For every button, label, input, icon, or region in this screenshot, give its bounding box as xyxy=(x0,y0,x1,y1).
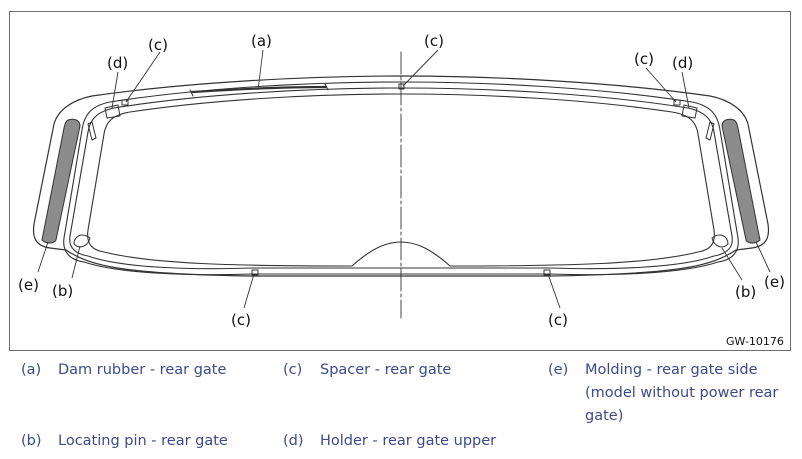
spacer-upper-left xyxy=(121,99,129,106)
spacer-bottom-left xyxy=(251,269,259,276)
legend: (a) Dam rubber - rear gate (c) Spacer - … xyxy=(0,357,802,459)
spacer-top xyxy=(398,83,405,90)
molding-right xyxy=(721,118,761,244)
holder-right xyxy=(681,104,698,119)
legend-text: Spacer - rear gate xyxy=(320,362,452,378)
callout-c-bottom-left: (c) xyxy=(231,311,251,329)
legend-key: (e) xyxy=(548,362,569,378)
legend-text: Locating pin - rear gate xyxy=(58,433,228,449)
spacer-bottom-right xyxy=(543,269,551,276)
legend-text: Dam rubber - rear gate xyxy=(58,362,227,378)
callout-d-right: (d) xyxy=(672,54,693,72)
legend-key: (c) xyxy=(283,362,303,378)
callout-b-right: (b) xyxy=(735,283,756,301)
callout-d-left: (d) xyxy=(107,54,128,72)
locating-pin-right xyxy=(711,234,729,248)
legend-key: (a) xyxy=(21,362,42,378)
spacer-upper-right xyxy=(673,99,681,106)
callout-b-left: (b) xyxy=(52,282,73,300)
bracket-left xyxy=(87,121,97,141)
callout-e-right: (e) xyxy=(764,273,785,291)
callout-c-upper-left: (c) xyxy=(148,36,168,54)
legend-item-e: (e) Molding - rear gate side (model with… xyxy=(548,359,798,429)
legend-item-a: (a) Dam rubber - rear gate xyxy=(21,359,271,382)
legend-key: (b) xyxy=(21,433,42,449)
gate-outer-outline xyxy=(32,75,770,277)
legend-item-b: (b) Locating pin - rear gate xyxy=(21,430,271,453)
locating-pin-left xyxy=(73,234,91,248)
legend-item-c: (c) Spacer - rear gate xyxy=(283,359,533,382)
seal-band-outer xyxy=(63,81,739,276)
legend-item-d: (d) Holder - rear gate upper xyxy=(283,430,533,453)
molding-left xyxy=(41,118,81,244)
dam-rubber-strip xyxy=(190,85,328,94)
legend-key: (d) xyxy=(283,433,304,449)
callout-c-top-center: (c) xyxy=(424,32,444,50)
figure-id: GW-10176 xyxy=(726,335,784,348)
dam-rubber-strip-end xyxy=(189,83,329,97)
callout-c-bottom-right: (c) xyxy=(548,311,568,329)
parts-diagram-frame: (a) (c) (c) (d) (c) (d) (e) (b) (b) (e) … xyxy=(9,11,791,351)
legend-text: Holder - rear gate upper xyxy=(320,433,497,449)
glass-opening-outline xyxy=(87,93,715,267)
bracket-right xyxy=(705,121,715,141)
rear-gate-diagram: (a) (c) (c) (d) (c) (d) (e) (b) (b) (e) … xyxy=(18,32,785,348)
holder-left xyxy=(104,104,121,119)
callout-e-left: (e) xyxy=(18,276,39,294)
callout-a: (a) xyxy=(251,32,272,50)
callout-c-upper-right: (c) xyxy=(634,50,654,68)
legend-text: Molding - rear gate side (model without … xyxy=(585,362,779,424)
